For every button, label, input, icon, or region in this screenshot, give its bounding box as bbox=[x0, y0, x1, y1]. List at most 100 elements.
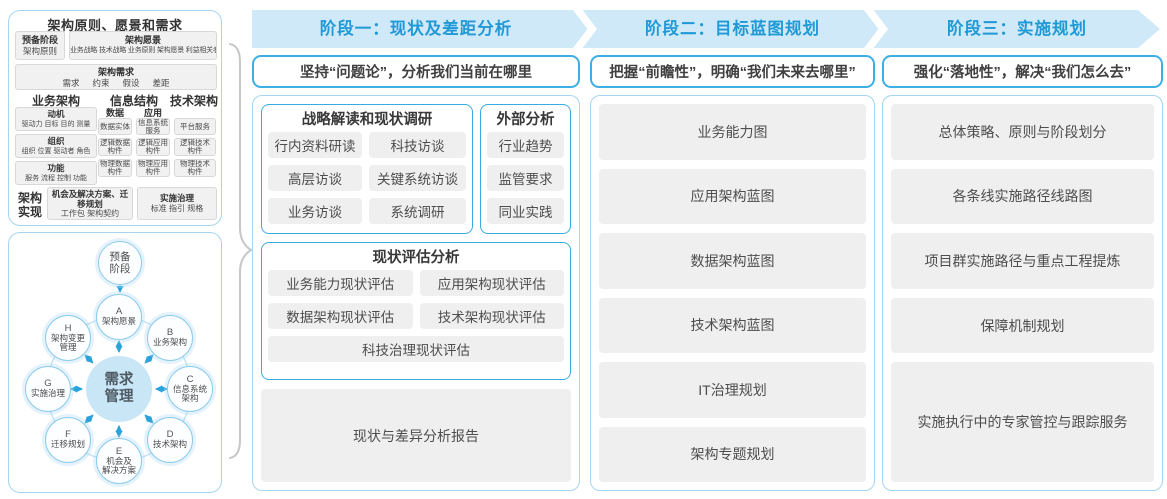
adm-node-id: F bbox=[65, 429, 71, 441]
adm-node-label: 机会及 解决方案 bbox=[101, 455, 136, 475]
logical-app-box: 逻辑应用构件 bbox=[136, 138, 170, 156]
survey-title: 战略解读和现状调研 bbox=[301, 112, 433, 128]
adm-node-id: E bbox=[115, 445, 123, 457]
assessment-item: 业务能力现状评估 bbox=[268, 270, 413, 296]
phase2-item: 架构专题规划 bbox=[599, 426, 866, 482]
adm-node-id: H bbox=[64, 322, 72, 334]
curly-brace bbox=[229, 43, 253, 459]
assessment-item: 数据架构现状评估 bbox=[268, 303, 413, 329]
info-system-service-box: 信息系统服务 bbox=[136, 118, 170, 135]
adm-cycle-panel: 预备 阶段 需求 管理 A 架构愿景 B 业务架构 C 信息系统 架构 D 技术… bbox=[8, 232, 222, 493]
phase3-panel: 总体策略、原则与阶段划分 各条线实施路径线路图 项目群实施路径与重点工程提炼 保… bbox=[882, 95, 1163, 491]
motivation-box: 动机 驱动力 目标 目的 测量 bbox=[15, 107, 97, 131]
phase3-item: 项目群实施路径与重点工程提炼 bbox=[891, 233, 1154, 289]
assessment-box: 现状评估分析 业务能力现状评估 应用架构现状评估 数据架构现状评估 技术架构现状… bbox=[261, 242, 571, 380]
adm-node-h: H 架构变更 管理 bbox=[45, 315, 91, 361]
physical-data-box: 物理数据构件 bbox=[98, 159, 132, 177]
phase2-panel: 业务能力图 应用架构蓝图 数据架构蓝图 技术架构蓝图 IT治理规划 架构专题规划 bbox=[590, 95, 875, 491]
adm-center-label: 需求 管理 bbox=[104, 372, 134, 405]
phase2-item: IT治理规划 bbox=[599, 362, 866, 418]
adm-node-a: A 架构愿景 bbox=[96, 294, 142, 340]
phase3-item: 实施执行中的专家管控与跟踪服务 bbox=[891, 362, 1154, 482]
requirements-panel: 架构原则、愿景和需求 预备阶段 架构原则 架构愿景 业务战略 技术战略 业务原则… bbox=[8, 10, 222, 226]
phase1-title: 阶段一：现状及差距分析 bbox=[319, 20, 513, 38]
assessment-title: 现状评估分析 bbox=[372, 250, 460, 266]
survey-item: 高层访谈 bbox=[268, 165, 362, 191]
prep-stage-item: 架构原则 bbox=[22, 46, 57, 56]
phase3-title: 阶段三：实施规划 bbox=[947, 20, 1087, 38]
req-item: 假设 bbox=[122, 77, 140, 88]
organization-title: 组织 bbox=[47, 136, 65, 147]
phase2-item: 应用架构蓝图 bbox=[599, 168, 866, 224]
adm-node-d: D 技术架构 bbox=[147, 417, 193, 463]
opportunity-migration-box: 机会及解决方案、迁移规划 工作包 架构契约 bbox=[47, 187, 133, 220]
survey-item: 关键系统访谈 bbox=[369, 165, 466, 191]
phase3-item: 各条线实施路径线路图 bbox=[891, 168, 1154, 225]
function-box: 功能 服务 流程 控制 功能 bbox=[15, 161, 97, 185]
arch-requirements-box: 架构需求 需求 约束 假设 差距 bbox=[15, 64, 217, 90]
adm-node-id: D bbox=[166, 429, 174, 441]
adm-node-label: 技术架构 bbox=[152, 439, 187, 450]
logical-data-box: 逻辑数据构件 bbox=[98, 138, 132, 156]
governance-title: 实施治理 bbox=[159, 193, 194, 203]
phase2-item: 数据架构蓝图 bbox=[599, 233, 866, 289]
adm-node-label: 信息系统 架构 bbox=[172, 383, 207, 403]
assessment-item: 技术架构现状评估 bbox=[419, 303, 564, 329]
function-title: 功能 bbox=[47, 163, 65, 174]
prep-stage-title: 预备阶段 bbox=[21, 35, 58, 45]
vision-items: 业务战略 技术战略 业务原则 架构愿景 利益相关者 bbox=[70, 47, 217, 54]
adm-node-c: C 信息系统 架构 bbox=[167, 366, 213, 412]
survey-item: 科技访谈 bbox=[369, 132, 466, 158]
application-subheader: 应用 bbox=[143, 108, 162, 118]
phase2-item: 业务能力图 bbox=[599, 104, 866, 160]
adm-node-label: 架构变更 管理 bbox=[50, 332, 85, 352]
business-arch-header: 业务架构 bbox=[31, 94, 80, 108]
vision-title: 架构愿景 bbox=[124, 35, 161, 45]
req-item: 差距 bbox=[152, 77, 170, 88]
adm-node-g: G 实施治理 bbox=[25, 366, 71, 412]
phase3-item: 保障机制规划 bbox=[891, 297, 1154, 354]
prep-stage-box: 预备阶段 架构原则 bbox=[15, 31, 65, 60]
adm-node-label: 实施治理 bbox=[30, 388, 65, 399]
phase3-item: 总体策略、原则与阶段划分 bbox=[891, 104, 1154, 160]
assessment-item: 科技治理现状评估 bbox=[268, 336, 564, 362]
adm-node-id: G bbox=[44, 378, 52, 390]
realization-label: 架构实现 bbox=[17, 191, 42, 219]
adm-node-b: B 业务架构 bbox=[147, 315, 193, 361]
req-item: 约束 bbox=[92, 77, 110, 88]
adm-node-label: 迁移规划 bbox=[50, 439, 85, 450]
function-items: 服务 流程 控制 功能 bbox=[25, 174, 87, 182]
data-subheader: 数据 bbox=[105, 108, 124, 118]
motivation-title: 动机 bbox=[47, 109, 65, 120]
gap-report-box: 现状与差异分析报告 bbox=[261, 389, 571, 482]
survey-box: 战略解读和现状调研 行内资料研读 科技访谈 高层访谈 关键系统访谈 业务访谈 系… bbox=[261, 104, 473, 234]
phase1-slogan: 坚持“问题论”，分析我们当前在哪里 bbox=[252, 55, 580, 88]
survey-item: 行内资料研读 bbox=[268, 132, 362, 158]
phase2-title: 阶段二：目标蓝图规划 bbox=[645, 20, 820, 38]
organization-items: 组织 位置 驱动者 角色 bbox=[21, 147, 91, 155]
adm-node-prep: 预备 阶段 bbox=[98, 241, 142, 285]
logical-tech-box: 逻辑技术构件 bbox=[174, 138, 216, 156]
arch-requirements-items: 需求 约束 假设 差距 bbox=[16, 78, 216, 88]
adm-node-center: 需求 管理 bbox=[86, 356, 152, 422]
adm-node-label: 架构愿景 bbox=[101, 316, 136, 327]
survey-item: 系统调研 bbox=[369, 198, 466, 224]
phase3-slogan: 强化“落地性”，解决“我们怎么去” bbox=[882, 55, 1163, 88]
assessment-item: 应用架构现状评估 bbox=[419, 270, 564, 296]
phase-ribbon bbox=[252, 10, 1160, 48]
adm-node-id: A bbox=[115, 306, 123, 318]
adm-node-e: E 机会及 解决方案 bbox=[96, 438, 142, 484]
adm-arrows bbox=[70, 285, 168, 438]
survey-item: 业务访谈 bbox=[268, 198, 362, 224]
vision-box: 架构愿景 业务战略 技术战略 业务原则 架构愿景 利益相关者 bbox=[69, 31, 217, 60]
arch-requirements-title: 架构需求 bbox=[97, 66, 134, 77]
data-entity-box: 数据实体 bbox=[98, 118, 132, 135]
external-item: 同业实践 bbox=[487, 198, 564, 224]
platform-service-box: 平台服务 bbox=[174, 118, 216, 135]
adm-node-id: B bbox=[166, 327, 174, 339]
adm-node-id: C bbox=[186, 373, 194, 385]
information-arch-header: 信息结构 bbox=[109, 94, 158, 108]
technology-arch-header: 技术架构 bbox=[170, 94, 219, 108]
implementation-governance-box: 实施治理 标准 指引 规格 bbox=[137, 187, 217, 220]
